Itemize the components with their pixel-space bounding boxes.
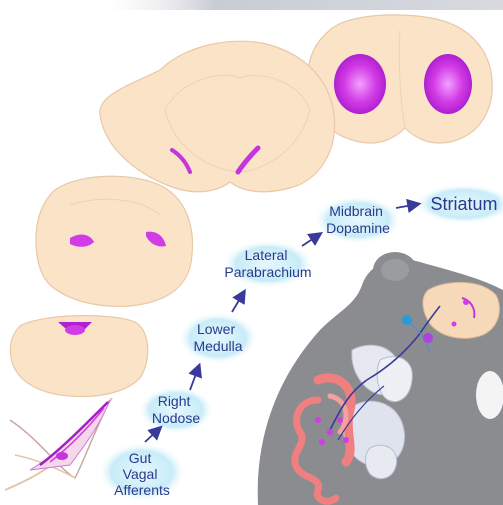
arrow-medulla-to-parabrachium	[232, 292, 244, 312]
brain-slice-striatum	[308, 15, 492, 143]
label-midbrain-dopamine: Midbrain Dopamine	[326, 203, 390, 236]
nodose-ganglion	[5, 398, 112, 490]
brain-slice-medulla	[10, 316, 147, 397]
striatum-stain-left	[334, 54, 386, 114]
arrow-parabrachium-to-midbrain	[302, 234, 320, 246]
brain-slice-pons	[36, 176, 193, 306]
nodose-marker	[402, 315, 412, 325]
label-right-nodose: Right Nodose	[152, 393, 200, 426]
arrow-nodose-to-medulla	[190, 366, 199, 390]
label-lower-medulla: Lower Medulla	[193, 321, 242, 354]
brain-slice-midbrain	[100, 41, 335, 192]
label-striatum: Striatum	[430, 194, 497, 214]
mouse-silhouette	[258, 252, 503, 505]
top-strip	[90, 0, 503, 10]
arrow-gut-to-nodose	[145, 428, 160, 442]
striatum-stain-right	[424, 54, 472, 114]
medulla-marker	[423, 333, 433, 343]
